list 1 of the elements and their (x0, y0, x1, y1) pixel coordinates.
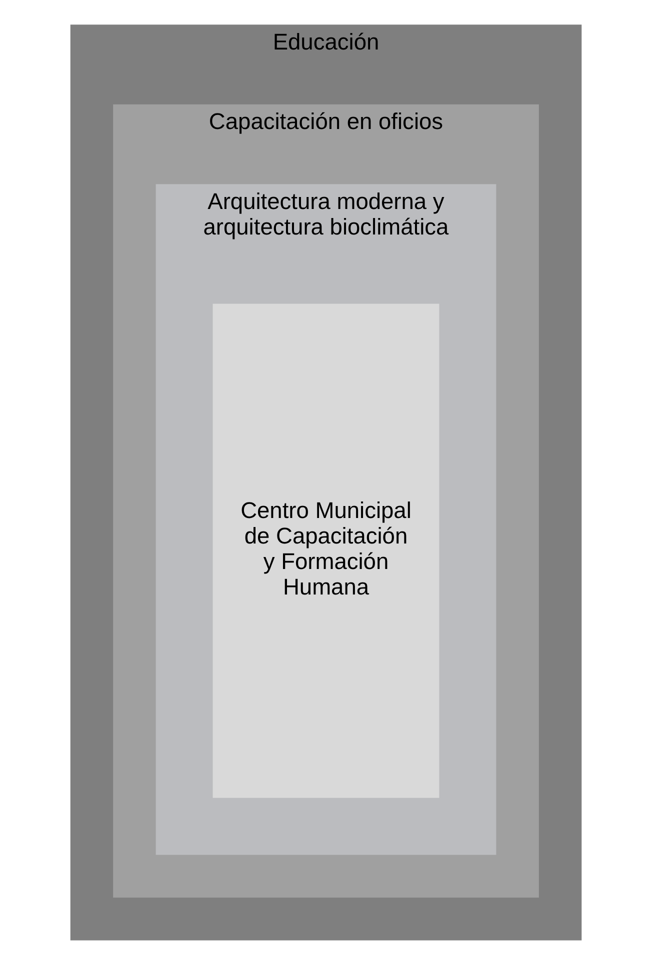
node-box: Centro Municipal de Capacitación y Formación Humana (212, 304, 439, 798)
